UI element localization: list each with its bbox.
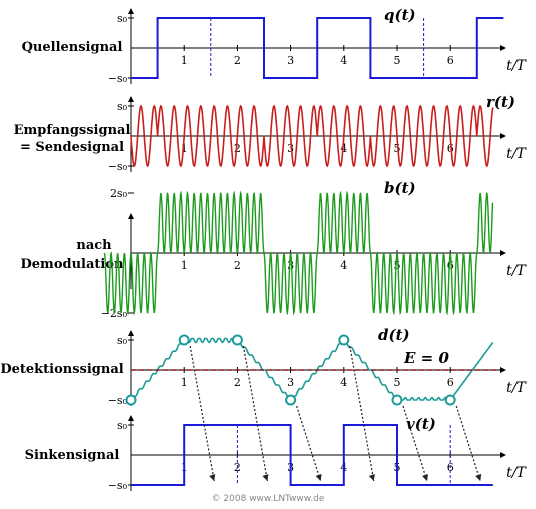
- x-tick-label-b-5: 5: [394, 259, 401, 272]
- signal-name-d: d(t): [378, 326, 410, 344]
- d-sample-point-1: [178, 334, 190, 346]
- d-sample-point-3: [285, 394, 297, 406]
- x-tick-label-q-3: 3: [287, 54, 294, 67]
- x-tick-label-d-5: 5: [394, 376, 401, 389]
- label-sink-signal: Sinkensignal: [25, 448, 120, 463]
- x-tick-label-q-1: 1: [181, 54, 188, 67]
- detection-arrow-1: [242, 345, 268, 482]
- x-tick-label-d-2: 2: [234, 376, 241, 389]
- y-axis-arrow-v: [128, 415, 134, 421]
- x-tick-label-r-6: 6: [447, 142, 454, 155]
- y-label-top-v: s₀: [117, 419, 128, 432]
- y-label-bottom-v: −s₀: [108, 479, 128, 492]
- detection-arrowhead-3: [368, 474, 375, 481]
- marks-group: [125, 18, 500, 485]
- d-sample-point-4: [338, 334, 350, 346]
- x-tick-label-r-3: 3: [287, 142, 294, 155]
- detection-arrow-2: [296, 405, 322, 482]
- label-demod-line2: Demodulation: [21, 257, 124, 272]
- label-received-signal-line2: = Sendesignal: [20, 140, 124, 155]
- axis-name-v: t/T: [506, 465, 527, 481]
- axis-name-d: t/T: [506, 380, 527, 396]
- y-label-top-r: s₀: [117, 100, 128, 113]
- x-tick-label-d-1: 1: [181, 376, 188, 389]
- detection-arrowhead-5: [475, 474, 482, 481]
- signals-group: [103, 17, 504, 486]
- detection-arrow-0: [189, 345, 215, 482]
- y-label-top-b: 2s₀: [110, 187, 128, 200]
- y-label-bottom-r: −s₀: [108, 160, 128, 173]
- x-axis-arrow-r: [500, 133, 506, 139]
- signal-name-q: q(t): [384, 6, 416, 24]
- x-axis-arrow-b: [500, 250, 506, 256]
- threshold-label: E = 0: [403, 349, 449, 367]
- x-tick-label-b-6: 6: [447, 259, 454, 272]
- signal-name-b: b(t): [384, 179, 416, 197]
- x-tick-label-r-1: 1: [181, 142, 188, 155]
- x-tick-label-q-5: 5: [394, 54, 401, 67]
- d-sample-point-0: [125, 394, 137, 406]
- signal-name-r: r(t): [486, 93, 515, 111]
- d-sample-point-2: [231, 334, 243, 346]
- d-sample-point-5: [391, 394, 403, 406]
- label-received-signal-line1: Empfangssignal: [14, 123, 131, 138]
- detection-arrowhead-2: [315, 474, 322, 481]
- x-axis-arrow-v: [500, 452, 506, 458]
- x-tick-label-b-3: 3: [287, 259, 294, 272]
- x-tick-label-d-3: 3: [287, 376, 294, 389]
- y-axis-arrow-r: [128, 96, 134, 102]
- axis-name-q: t/T: [506, 58, 527, 74]
- x-tick-label-r-2: 2: [234, 142, 241, 155]
- y-label-bottom-q: −s₀: [108, 72, 128, 85]
- y-label-top-d: s₀: [117, 334, 128, 347]
- signal-name-v: v(t): [406, 415, 436, 433]
- copyright-text: © 2008 www.LNTwww.de: [212, 494, 325, 504]
- x-axis-arrow-q: [500, 45, 506, 51]
- detection-arrowhead-4: [422, 474, 428, 481]
- x-tick-label-q-2: 2: [234, 54, 241, 67]
- x-tick-label-b-2: 2: [234, 259, 241, 272]
- v-signal-line: [131, 424, 493, 486]
- detection-arrowhead-1: [262, 474, 269, 481]
- r-signal-line: [130, 104, 494, 168]
- axis-name-r: t/T: [506, 146, 527, 162]
- label-source-signal: Quellensignal: [22, 40, 123, 55]
- y-axis-arrow-q: [128, 8, 134, 14]
- y-axis-arrow-b: [128, 213, 134, 219]
- x-tick-label-q-6: 6: [447, 54, 454, 67]
- detection-arrow-4: [402, 405, 428, 482]
- y-label-top-q: s₀: [117, 12, 128, 25]
- x-tick-label-q-4: 4: [340, 54, 347, 67]
- x-tick-label-b-1: 1: [181, 259, 188, 272]
- detection-arrow-5: [455, 405, 481, 482]
- x-tick-label-r-4: 4: [340, 142, 347, 155]
- x-axis-arrow-d: [500, 367, 506, 373]
- d-signal-line: [130, 337, 494, 401]
- detection-arrow-3: [349, 345, 375, 482]
- x-tick-label-d-6: 6: [447, 376, 454, 389]
- y-axis-arrow-d: [128, 330, 134, 336]
- x-tick-label-r-5: 5: [394, 142, 401, 155]
- y-label-bottom-d: −s₀: [108, 394, 128, 407]
- label-demod-line1: nach: [76, 238, 112, 253]
- b-signal-line: [103, 190, 494, 316]
- d-sample-point-6: [444, 394, 456, 406]
- q-signal-line: [131, 17, 504, 79]
- label-detection-signal: Detektionssignal: [0, 362, 123, 377]
- axis-name-b: t/T: [506, 263, 527, 279]
- detection-arrowhead-0: [209, 474, 216, 481]
- x-tick-label-d-4: 4: [340, 376, 347, 389]
- x-tick-label-b-4: 4: [340, 259, 347, 272]
